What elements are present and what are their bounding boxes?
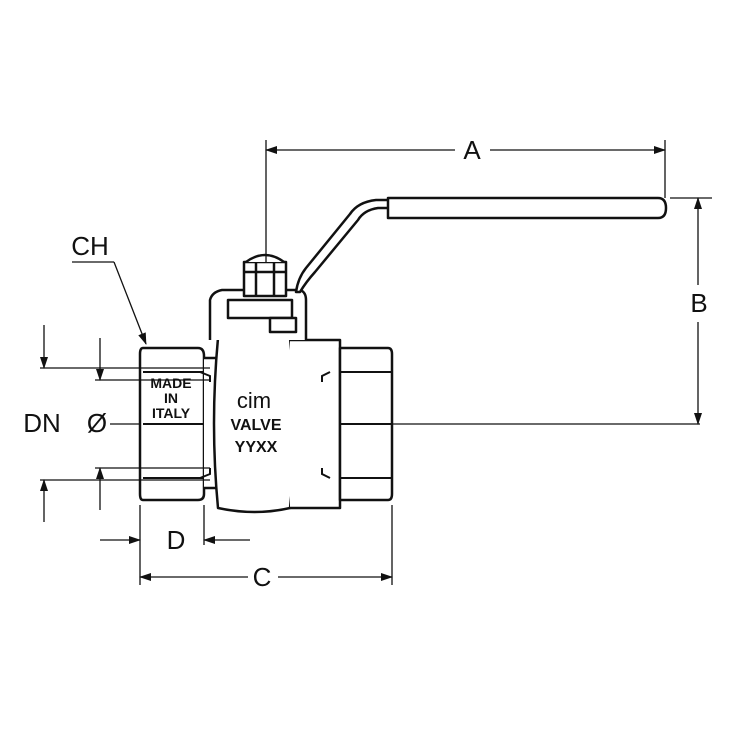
dimension-a-label: A [463, 135, 481, 165]
bonnet-plate [226, 298, 294, 320]
marking-made: MADE [150, 375, 191, 391]
bonnet [208, 260, 308, 340]
marking-code: YYXX [235, 439, 278, 456]
hex-facets [143, 371, 392, 479]
lever-grip [386, 196, 668, 220]
brand-logo: cim [237, 388, 271, 413]
dimension-b-label: B [690, 288, 707, 318]
dimension-ch-label: CH [71, 231, 109, 261]
dimension-c-label: C [253, 562, 272, 592]
marking-valve: VALVE [231, 417, 282, 434]
stem-dome [245, 253, 285, 264]
marking-italy: ITALY [152, 405, 191, 421]
stem-nut [242, 260, 288, 298]
lever-handle [294, 196, 668, 294]
right-neck [290, 338, 342, 510]
marking-in: IN [164, 390, 178, 406]
dimension-d-label: D [167, 525, 186, 555]
dimension-lines [40, 140, 712, 585]
dimension-dn-label: DN [23, 408, 61, 438]
stop-tab [268, 316, 298, 334]
diameter-label: Ø [87, 408, 107, 438]
lever-arm [294, 198, 392, 294]
